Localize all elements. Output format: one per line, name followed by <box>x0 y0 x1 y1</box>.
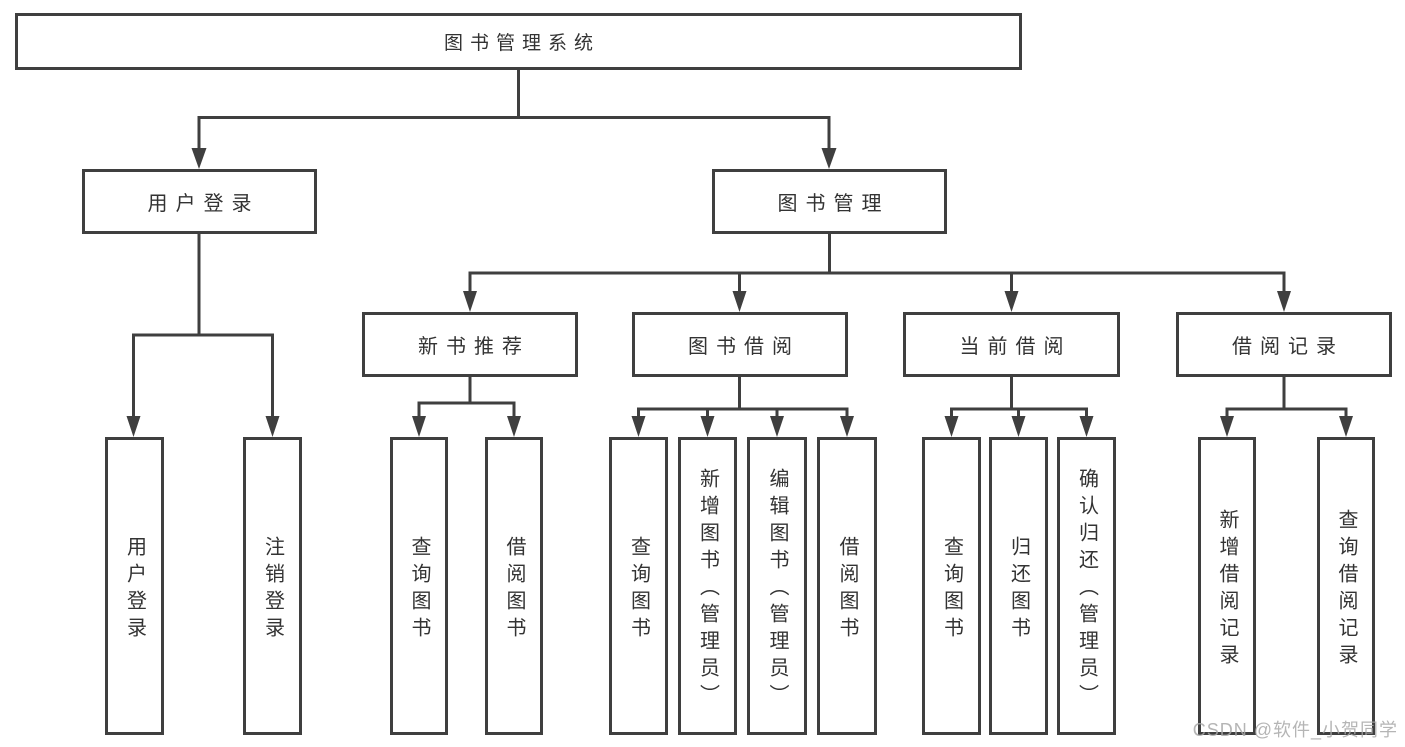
leaf-query-books-borrowing: 查询图书 <box>609 437 668 735</box>
leaf-borrow-books-newbooks-label: 借阅图书 <box>503 535 525 644</box>
leaf-user-login-label: 用户登录 <box>123 535 146 644</box>
node-new-books: 新书推荐 <box>362 312 578 377</box>
leaf-add-book-admin: 新增图书（管理员） <box>678 437 737 735</box>
leaf-query-books-borrowing-label: 查询图书 <box>627 535 650 644</box>
node-borrow-records: 借阅记录 <box>1176 312 1392 377</box>
connector-current-branch <box>944 377 1094 437</box>
leaf-edit-book-admin: 编辑图书（管理员） <box>747 437 807 735</box>
leaf-borrow-books-borrowing: 借阅图书 <box>817 437 877 735</box>
node-root: 图书管理系统 <box>15 13 1022 70</box>
leaf-return-book-label: 归还图书 <box>1007 535 1030 644</box>
leaf-query-borrow-record-label: 查询借阅记录 <box>1335 508 1357 671</box>
leaf-add-borrow-record-label: 新增借阅记录 <box>1216 508 1238 671</box>
node-book-borrowing: 图书借阅 <box>632 312 848 377</box>
node-current-borrowing-label: 当前借阅 <box>959 336 1072 358</box>
leaf-query-books-current: 查询图书 <box>922 437 981 735</box>
leaf-add-borrow-record: 新增借阅记录 <box>1198 437 1256 735</box>
node-book-mgmt-label: 图书管理 <box>777 193 890 215</box>
node-user-login: 用户登录 <box>82 169 317 234</box>
leaf-logout: 注销登录 <box>243 437 302 735</box>
connector-user-login-branch <box>126 234 280 437</box>
connector-book-mgmt-branch <box>463 234 1291 312</box>
leaf-query-books-newbooks-label: 查询图书 <box>408 535 430 644</box>
leaf-borrow-books-borrowing-label: 借阅图书 <box>836 535 858 644</box>
connector-borrowing-branch <box>631 377 854 437</box>
leaf-user-login: 用户登录 <box>105 437 164 735</box>
csdn-watermark: CSDN @软件_小贺同学 <box>1192 720 1398 740</box>
node-current-borrowing: 当前借阅 <box>903 312 1120 377</box>
connector-new-books-branch <box>412 377 521 437</box>
leaf-add-book-admin-label: 新增图书（管理员） <box>696 468 719 711</box>
leaf-query-books-current-label: 查询图书 <box>940 535 963 644</box>
node-new-books-label: 新书推荐 <box>418 336 530 358</box>
leaf-confirm-return-admin-label: 确认归还（管理员） <box>1075 468 1098 711</box>
leaf-logout-label: 注销登录 <box>261 535 284 644</box>
node-borrow-records-label: 借阅记录 <box>1232 336 1344 358</box>
leaf-return-book: 归还图书 <box>989 437 1048 735</box>
leaf-edit-book-admin-label: 编辑图书（管理员） <box>766 468 788 711</box>
leaf-confirm-return-admin: 确认归还（管理员） <box>1057 437 1116 735</box>
leaf-query-books-newbooks: 查询图书 <box>390 437 448 735</box>
node-book-borrowing-label: 图书借阅 <box>688 336 800 358</box>
node-user-login-label: 用户登录 <box>147 193 260 215</box>
node-book-mgmt: 图书管理 <box>712 169 947 234</box>
leaf-borrow-books-newbooks: 借阅图书 <box>485 437 543 735</box>
leaf-query-borrow-record: 查询借阅记录 <box>1317 437 1375 735</box>
connector-root-branch <box>191 70 837 169</box>
node-root-label: 图书管理系统 <box>443 33 600 54</box>
connector-records-branch <box>1220 377 1353 437</box>
